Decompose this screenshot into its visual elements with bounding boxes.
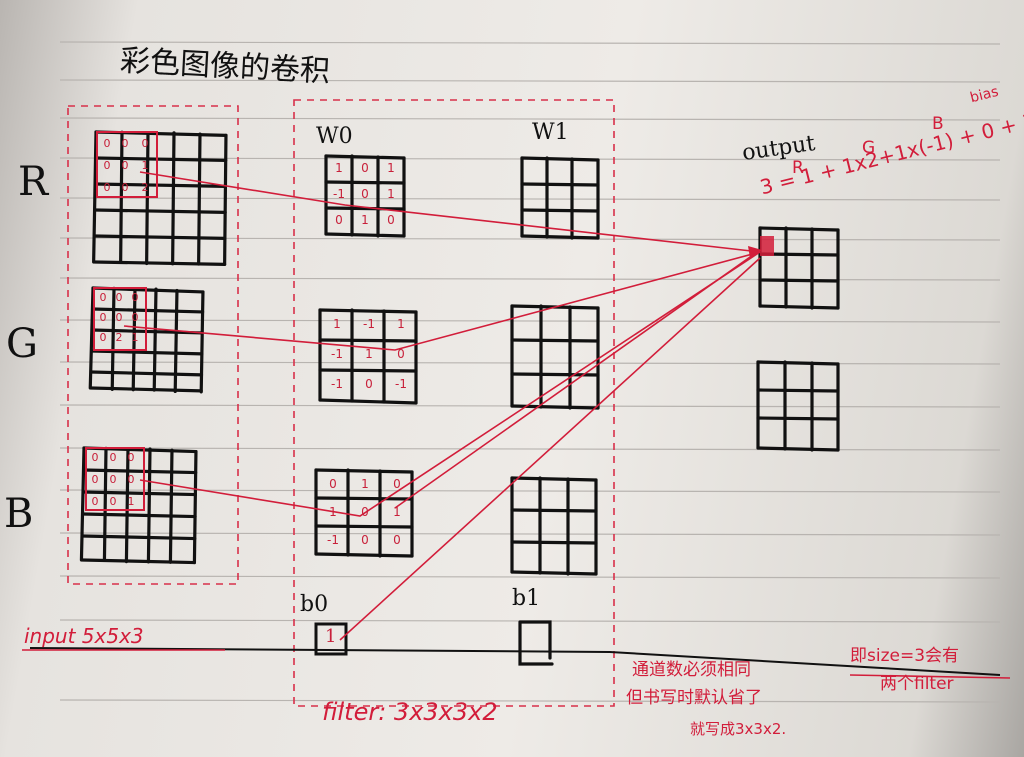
weight-value: 1 <box>393 505 401 519</box>
receptive-field-r <box>96 131 158 198</box>
weight-value: -1 <box>333 187 345 201</box>
w0-grid-g <box>318 308 418 405</box>
cell-value: 0 <box>109 473 117 486</box>
cell-value: 0 <box>121 137 129 150</box>
channel-note-3: 就写成3x3x2. <box>690 720 787 738</box>
w0-grid-b <box>314 468 414 558</box>
weight-value: -1 <box>331 347 343 361</box>
w1-grid-b <box>510 476 598 576</box>
cell-value: 2 <box>141 181 149 194</box>
note-underline <box>849 674 1011 679</box>
weight-value: 1 <box>387 187 395 201</box>
cell-value: 0 <box>103 137 111 150</box>
weight-value: 0 <box>387 213 395 227</box>
cell-value: 0 <box>103 159 111 172</box>
cell-value: 1 <box>131 331 139 344</box>
b1-label: b1 <box>512 586 541 611</box>
filter-group-box <box>293 99 615 707</box>
eq-label-b: B <box>932 114 944 134</box>
output-target-cell <box>760 236 774 256</box>
input-grid-r <box>92 130 228 266</box>
cell-value: 0 <box>99 311 107 324</box>
cell-value: 0 <box>99 331 107 344</box>
cell-value: 2 <box>115 331 123 344</box>
weight-value: -1 <box>363 317 375 331</box>
cell-value: 0 <box>127 473 135 486</box>
weight-value: 0 <box>365 377 373 391</box>
w1-label: W1 <box>532 120 569 145</box>
channel-note-2: 但书写时默认省了 <box>626 688 762 708</box>
stride-note-2: 两个filter <box>880 674 954 694</box>
connection-arrows <box>123 171 761 641</box>
cell-value: 0 <box>91 473 99 486</box>
weight-value: 0 <box>397 347 405 361</box>
weight-value: 0 <box>361 161 369 175</box>
weight-value: 1 <box>333 317 341 331</box>
weight-value: 0 <box>361 505 369 519</box>
channel-label-r: R <box>18 159 49 205</box>
b0-value: 1 <box>325 626 337 647</box>
stride-note-1: 即size=3会有 <box>850 646 960 666</box>
weight-value: 0 <box>335 213 343 227</box>
weight-value: 1 <box>361 477 369 491</box>
eq-label-g: G <box>862 138 876 158</box>
w1-grid-r <box>520 156 600 240</box>
input-size-note: input 5x5x3 <box>24 624 144 648</box>
cell-value: 1 <box>141 159 149 172</box>
output-grid-1 <box>756 360 840 452</box>
arrowhead <box>748 246 762 258</box>
cell-value: 0 <box>109 451 117 464</box>
eq-label-r: R <box>792 158 804 178</box>
channel-label-g: G <box>6 321 38 367</box>
weight-value: 1 <box>335 161 343 175</box>
input-group-box <box>67 105 239 585</box>
receptive-field-g <box>93 287 147 351</box>
weight-value: 1 <box>387 161 395 175</box>
b0-box <box>314 622 348 656</box>
cell-value: 0 <box>115 311 123 324</box>
cell-value: 0 <box>121 181 129 194</box>
weight-value: 0 <box>361 187 369 201</box>
weight-value: 1 <box>365 347 373 361</box>
weight-value: 0 <box>393 477 401 491</box>
cell-value: 0 <box>115 291 123 304</box>
cell-value: 0 <box>103 181 111 194</box>
cell-value: 0 <box>99 291 107 304</box>
cell-value: 0 <box>131 311 139 324</box>
receptive-field-b <box>85 447 145 511</box>
filter-size-note: filter: 3x3x3x2 <box>322 698 498 726</box>
input-grid-b <box>79 446 198 565</box>
cell-value: 0 <box>109 495 117 508</box>
b0-label: b0 <box>300 592 329 617</box>
weight-value: 1 <box>361 213 369 227</box>
w0-label: W0 <box>316 124 353 149</box>
weight-value: -1 <box>331 377 343 391</box>
w0-grid-r <box>324 154 406 238</box>
weight-value: 0 <box>393 533 401 547</box>
cell-value: 1 <box>127 495 135 508</box>
weight-value: -1 <box>395 377 407 391</box>
cell-value: 0 <box>141 137 149 150</box>
cell-value: 0 <box>91 451 99 464</box>
weight-value: 1 <box>329 505 337 519</box>
cell-value: 0 <box>127 451 135 464</box>
cell-value: 0 <box>91 495 99 508</box>
input-grid-g <box>88 286 205 394</box>
weight-value: 0 <box>329 477 337 491</box>
weight-value: -1 <box>327 533 339 547</box>
channel-label-b: B <box>4 491 34 537</box>
channel-note-1: 通道数必须相同 <box>632 660 751 680</box>
weight-value: 0 <box>361 533 369 547</box>
output-grid-0 <box>758 226 840 310</box>
weight-value: 1 <box>397 317 405 331</box>
w1-grid-g <box>510 304 600 410</box>
cell-value: 0 <box>131 291 139 304</box>
cell-value: 0 <box>121 159 129 172</box>
b1-box <box>518 620 554 666</box>
